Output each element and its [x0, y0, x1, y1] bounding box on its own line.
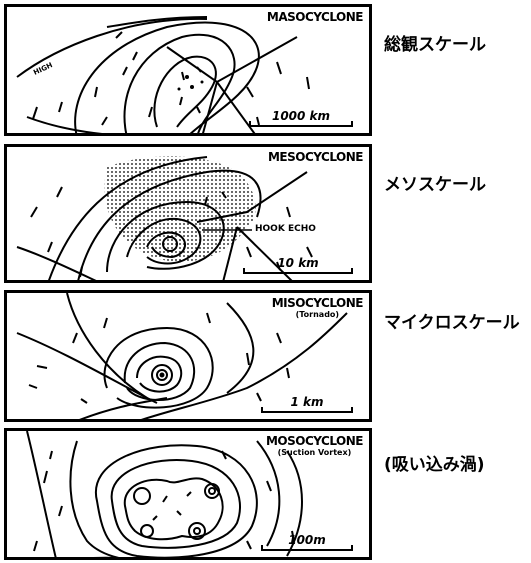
scale-label: 10 km — [277, 256, 319, 270]
masocyclone-title: MASOCYCLONE — [266, 10, 364, 24]
misocyclone-diagram — [16, 293, 348, 419]
mosocyclone-diagram — [26, 431, 303, 557]
scale-label: 1 km — [290, 395, 324, 409]
panel-mesocyclone: HOOK ECHO MESOCYCLONE 10 km — [4, 144, 372, 283]
caption-micro: マイクロスケール — [384, 313, 520, 333]
misocyclone-title: MISOCYCLONE — [271, 296, 364, 310]
panel-title: MOSOCYCLONE(Suction Vortex) — [265, 434, 364, 459]
mesocyclone-diagram — [16, 156, 313, 280]
hook-echo-label: HOOK ECHO — [255, 224, 316, 234]
mosocyclone-subtitle: (Suction Vortex) — [277, 448, 352, 457]
scale-bar: 1000 km — [249, 109, 353, 127]
mesocyclone-title: MESOCYCLONE — [267, 150, 364, 164]
scale-bar: 10 km — [243, 256, 353, 274]
caption-synoptic: 総観スケール — [384, 35, 486, 55]
caption-meso: メソスケール — [384, 175, 486, 195]
scale-bar: 100m — [261, 533, 353, 551]
scale-label: 100m — [288, 533, 326, 547]
scale-label: 1000 km — [271, 109, 331, 123]
panel-mosocyclone: MOSOCYCLONE(Suction Vortex) 100m — [4, 428, 372, 560]
misocyclone-subtitle: (Tornado) — [295, 310, 340, 319]
caption-suction: (吸い込み渦) — [384, 455, 485, 475]
panel-masocyclone: HIGH MASOCYCLONE 1000 km — [4, 4, 372, 136]
mosocyclone-title: MOSOCYCLONE — [265, 434, 364, 448]
panel-title: MISOCYCLONE(Tornado) — [271, 296, 364, 321]
panel-misocyclone: MISOCYCLONE(Tornado) 1 km — [4, 290, 372, 422]
panel-title: MESOCYCLONE — [267, 150, 364, 164]
panel-title: MASOCYCLONE — [266, 10, 364, 24]
masocyclone-diagram — [16, 16, 310, 133]
scale-bar: 1 km — [261, 395, 353, 413]
